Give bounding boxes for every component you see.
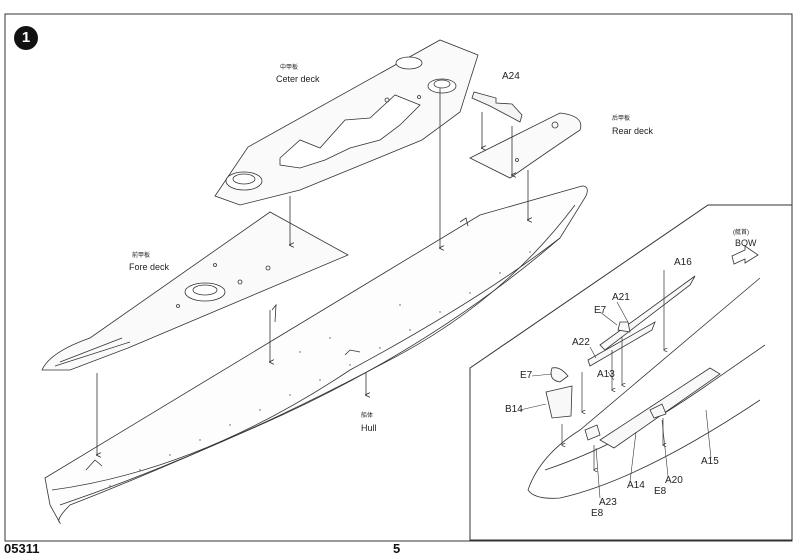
fore-deck-label: Fore deck xyxy=(129,262,170,272)
rear-deck-label: Rear deck xyxy=(612,126,654,136)
hull-part xyxy=(44,185,588,525)
fore-deck-part xyxy=(41,211,349,371)
part-label-a21: A21 xyxy=(612,292,630,303)
bow-label: BOW xyxy=(735,238,757,248)
part-label-e8-mid: E8 xyxy=(654,486,667,497)
hull-portholes xyxy=(109,251,531,487)
hull-label-cn: 船体 xyxy=(361,413,374,419)
part-label-e7-top: E7 xyxy=(594,305,607,316)
rear-deck-part xyxy=(469,112,582,179)
hull-label: Hull xyxy=(361,423,377,433)
part-label-a16: A16 xyxy=(674,257,692,268)
part-a24-shape xyxy=(471,91,523,123)
part-label-a23: A23 xyxy=(599,497,617,508)
center-deck-label-cn: 中甲板 xyxy=(280,65,299,71)
kit-number: 05311 xyxy=(4,541,40,556)
part-label-a20: A20 xyxy=(665,475,683,486)
part-label-e8-bottom: E8 xyxy=(591,508,604,519)
step-number-badge: 1 xyxy=(14,26,38,50)
part-label-a24: A24 xyxy=(502,71,520,82)
assembly-arrows xyxy=(97,88,528,455)
fore-deck-label-cn: 前甲板 xyxy=(132,253,151,259)
part-label-a13: A13 xyxy=(597,369,615,380)
bow-direction-icon xyxy=(731,245,759,265)
inset-parts-shapes xyxy=(545,275,721,449)
bow-label-cn: (艇首) xyxy=(733,230,749,236)
part-label-a22: A22 xyxy=(572,337,590,348)
part-label-b14: B14 xyxy=(505,404,523,415)
rear-deck-label-cn: 后甲板 xyxy=(612,116,631,122)
center-deck-label: Ceter deck xyxy=(276,74,320,84)
part-label-a15: A15 xyxy=(701,456,719,467)
part-label-a14: A14 xyxy=(627,480,645,491)
center-deck-part xyxy=(214,39,479,206)
part-label-e7-left: E7 xyxy=(520,370,533,381)
detail-inset-frame xyxy=(469,204,793,541)
leader-lines xyxy=(519,301,712,499)
page-number: 5 xyxy=(393,541,401,556)
